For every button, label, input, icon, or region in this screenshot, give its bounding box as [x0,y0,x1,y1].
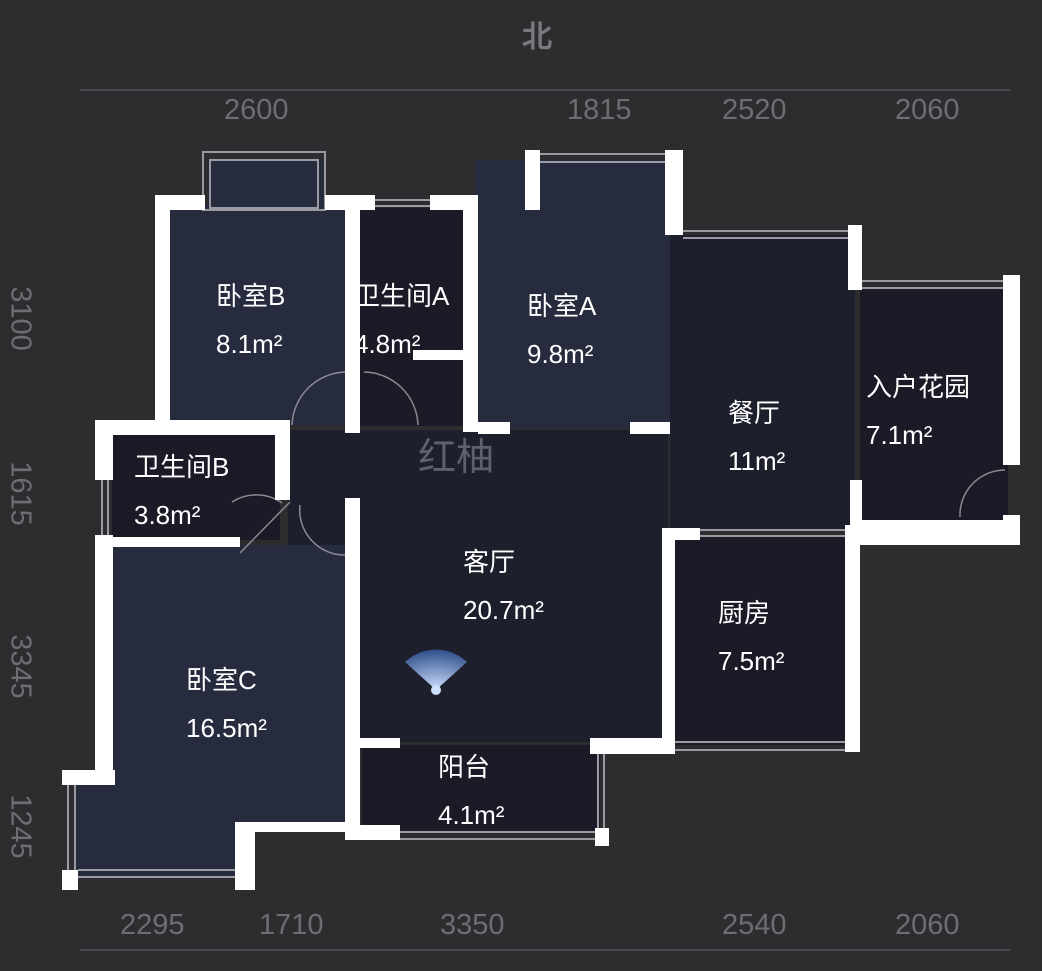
room-name: 卫生间A [354,281,450,311]
watermark: 红柚 [418,435,495,479]
room-area: 4.8m² [354,329,421,359]
room-area: 7.5m² [718,646,785,676]
room-name: 厨房 [718,598,771,628]
room-area: 8.1m² [216,329,283,359]
room-name: 餐厅 [728,398,781,428]
room-name: 卫生间B [134,452,230,482]
windows [67,151,1005,878]
bottom-dim-3: 3350 [440,909,505,941]
bottom-dim-5: 2060 [895,909,960,941]
top-dim-4: 2060 [895,94,960,126]
floor-bedroom-a [475,160,670,428]
room-area: 3.8m² [134,500,201,530]
room-floors [75,160,1008,878]
top-dim-2: 1815 [567,94,632,126]
room-balcony[interactable]: 阳台 4.1m² [438,743,504,839]
left-dim-2: 1615 [4,461,37,526]
room-name: 阳台 [438,752,491,782]
floor-balcony [362,745,600,833]
room-living[interactable]: 客厅 20.7m² [463,538,544,634]
room-name: 卧室B [216,281,286,311]
room-bathroom-b[interactable]: 卫生间B 3.8m² [134,443,229,539]
room-area: 16.5m² [186,713,267,743]
floor-bedroom-c [75,545,350,878]
room-bedroom-c[interactable]: 卧室C 16.5m² [186,656,267,752]
room-bedroom-a[interactable]: 卧室A 9.8m² [527,282,596,378]
floor-bathroom-b [112,435,280,540]
left-dim-3: 3345 [4,634,37,699]
room-entry-garden[interactable]: 入户花园 7.1m² [866,363,970,459]
bottom-dim-2: 1710 [259,909,324,941]
room-area: 20.7m² [463,595,544,625]
camera-viewpoint-icon[interactable] [405,649,467,695]
bottom-dim-1: 2295 [120,909,185,941]
room-area: 7.1m² [866,420,933,450]
floor-bedroom-b-bay [208,160,323,208]
north-label: 北 [522,20,552,55]
room-name: 卧室A [527,291,597,321]
floor-kitchen [672,535,850,745]
floor-entry-garden [860,288,1008,523]
room-bathroom-a[interactable]: 卫生间A 4.8m² [354,272,449,368]
room-dining[interactable]: 餐厅 11m² [728,389,785,485]
room-area: 11m² [728,446,786,476]
room-kitchen[interactable]: 厨房 7.5m² [718,589,784,685]
floor-bathroom-a [360,208,468,426]
top-dim-3: 2520 [722,94,787,126]
room-name: 入户花园 [866,372,971,402]
room-area: 4.1m² [438,800,505,830]
room-bedroom-b[interactable]: 卧室B 8.1m² [216,272,285,368]
room-name: 卧室C [186,665,257,695]
floor-dining-room [670,235,855,530]
bottom-dim-4: 2540 [722,909,787,941]
left-dim-1: 3100 [4,286,37,351]
door-swings [231,371,1006,556]
left-dim-4: 1245 [4,794,37,859]
floor-bedroom-b [170,205,348,425]
top-dim-1: 2600 [224,94,289,126]
room-name: 客厅 [463,547,516,577]
walls [62,150,1020,890]
room-area: 9.8m² [527,339,594,369]
